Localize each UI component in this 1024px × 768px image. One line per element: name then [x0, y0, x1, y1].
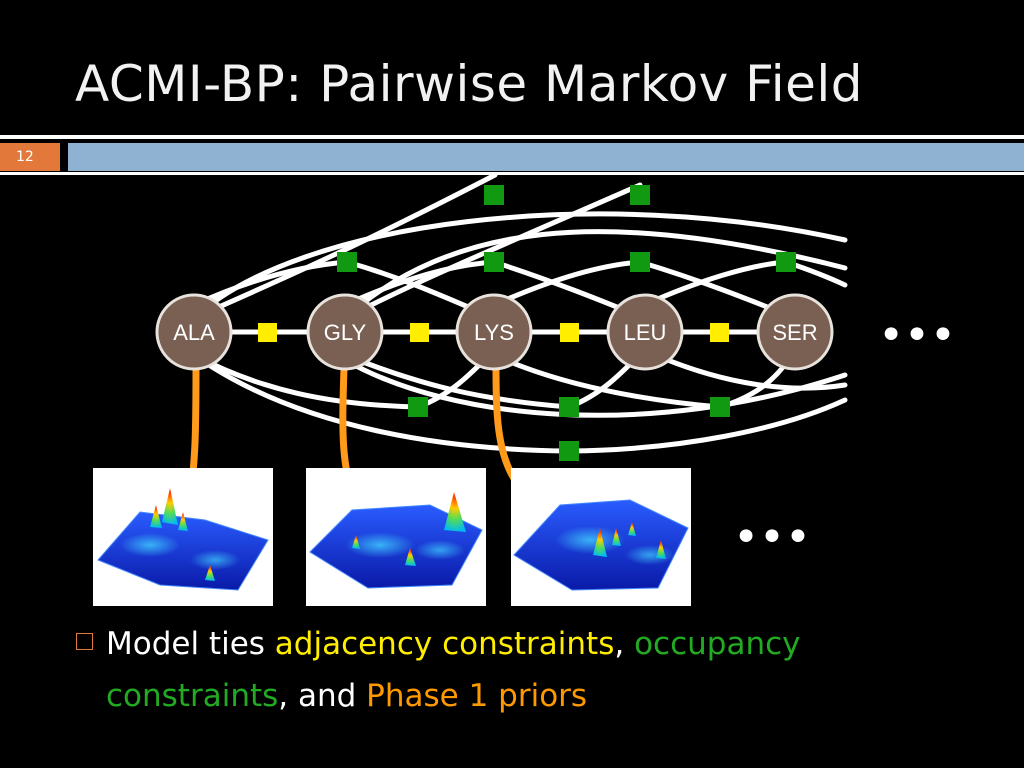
- edge: [342, 259, 497, 308]
- prior-map-lys: [511, 468, 691, 606]
- node-label-gly: GLY: [324, 320, 367, 345]
- adjacency-factor: [560, 323, 579, 342]
- edge: [491, 352, 723, 410]
- caption-priors: Phase 1 priors: [366, 678, 588, 714]
- ellipsis-bottom: •••: [733, 512, 811, 563]
- occupancy-factor: [337, 252, 357, 272]
- residue-nodes: ALA GLY LYS LEU SER: [155, 293, 834, 371]
- slide-number: 12: [0, 143, 60, 171]
- node-label-leu: LEU: [624, 320, 667, 345]
- node-gly: GLY: [306, 293, 384, 371]
- slide-title: ACMI-BP: Pairwise Markov Field: [75, 55, 864, 113]
- edge: [191, 352, 572, 454]
- edge: [491, 259, 643, 308]
- ellipsis-right: •••: [878, 310, 956, 361]
- header-rule-top: [0, 135, 1024, 139]
- prior-map-ala: [93, 468, 273, 606]
- adjacency-factor: [710, 323, 729, 342]
- node-leu: LEU: [606, 293, 684, 371]
- bullet-icon: [76, 633, 93, 650]
- occupancy-factor: [484, 185, 504, 205]
- occupancy-factor: [630, 185, 650, 205]
- edge: [342, 352, 572, 410]
- header-bar: [68, 143, 1024, 171]
- edge: [641, 259, 789, 308]
- edge: [191, 259, 350, 308]
- caption-text: Model ties adjacency constraints, occupa…: [106, 618, 976, 722]
- edge: [342, 182, 643, 321]
- header-rule-bottom: [0, 172, 1024, 175]
- node-ala: ALA: [155, 293, 233, 371]
- caption-segment: , and: [278, 678, 367, 714]
- caption-adjacency: adjacency constraints: [274, 626, 615, 662]
- prior-map-gly: [306, 468, 486, 606]
- adjacency-factor: [410, 323, 429, 342]
- node-label-ala: ALA: [173, 320, 215, 345]
- node-ser: SER: [756, 293, 834, 371]
- adjacency-factors: [258, 323, 729, 342]
- caption-occupancy: occupancy constraints: [106, 626, 801, 714]
- adjacency-factor: [258, 323, 277, 342]
- occupancy-factor: [710, 397, 730, 417]
- edge: [191, 352, 421, 410]
- occupancy-factor: [484, 252, 504, 272]
- occupancy-factor: [559, 441, 579, 461]
- caption-segment: ,: [614, 626, 635, 662]
- occupancy-factor: [776, 252, 796, 272]
- edge: [566, 397, 848, 454]
- node-lys: LYS: [455, 293, 533, 371]
- caption-segment: Model ties: [106, 626, 275, 662]
- caption: Model ties adjacency constraints, occupa…: [76, 618, 976, 722]
- occupancy-factor: [408, 397, 428, 417]
- occupancy-factor: [559, 397, 579, 417]
- occupancy-factor: [630, 252, 650, 272]
- node-label-ser: SER: [772, 320, 817, 345]
- edge: [191, 172, 498, 321]
- occupancy-factors: [337, 185, 796, 461]
- node-label-lys: LYS: [474, 320, 514, 345]
